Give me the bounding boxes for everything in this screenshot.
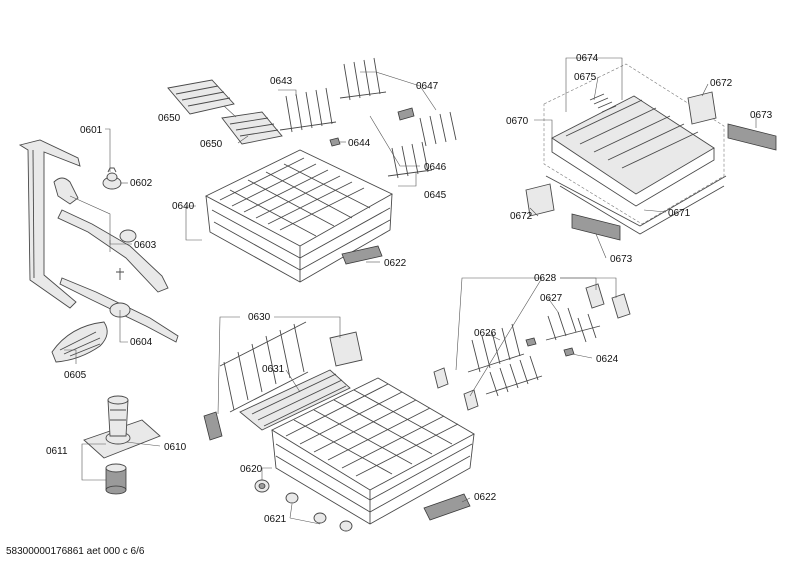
cup-rack-0650-bottom [221, 111, 283, 145]
hinge-holders-0628 [433, 283, 631, 411]
spray-arm-supply-pipe [18, 139, 81, 309]
label-0622-bottom: 0622 [474, 492, 497, 503]
label-0630: 0630 [248, 312, 271, 323]
label-0601: 0601 [80, 125, 103, 136]
label-0604: 0604 [130, 337, 153, 348]
clip-0644 [329, 137, 341, 147]
basket-handle-0622-top [341, 245, 383, 265]
tine-row-0645 [387, 141, 433, 179]
folding-tines-0627 [545, 307, 601, 343]
label-0624: 0624 [596, 354, 619, 365]
folding-tines-0626 [467, 323, 543, 397]
label-0672-top: 0672 [710, 78, 733, 89]
label-0602: 0602 [130, 178, 153, 189]
document-footer: 58300000176861 aet 000 c 6/6 [6, 546, 145, 557]
label-0621: 0621 [264, 514, 287, 525]
label-0627: 0627 [540, 293, 563, 304]
side-holder-0672-top [687, 91, 717, 125]
label-0645: 0645 [424, 190, 447, 201]
filter-assembly-0610 [83, 395, 161, 459]
label-0605: 0605 [64, 370, 87, 381]
holder-0630-right [329, 331, 363, 367]
upper-basket-0640 [205, 149, 393, 283]
holder-0630-left [203, 411, 223, 441]
side-rail-0673-bottom [571, 213, 621, 241]
label-0674: 0674 [576, 53, 599, 64]
label-0647: 0647 [416, 81, 439, 92]
label-0650-bottom: 0650 [200, 139, 223, 150]
pipe-connector-0602 [102, 167, 122, 190]
label-0622-top: 0622 [384, 258, 407, 269]
side-holder-0672-left [525, 183, 555, 217]
label-0631: 0631 [262, 364, 285, 375]
tine-row-0643 [279, 87, 337, 133]
label-0646: 0646 [424, 162, 447, 173]
label-0626: 0626 [474, 328, 497, 339]
label-0620: 0620 [240, 464, 263, 475]
label-0603: 0603 [134, 240, 157, 251]
label-0670: 0670 [506, 116, 529, 127]
cup-rack-0650-top [167, 79, 235, 115]
tray-runner-0671 [545, 175, 727, 235]
label-0671: 0671 [668, 208, 691, 219]
micro-filter-0611 [105, 463, 127, 495]
part-labels: 0601 0602 0603 0604 0605 0610 0611 0620 … [46, 53, 773, 525]
label-0672-left: 0672 [510, 211, 533, 222]
basket-handle-0622-bottom [423, 493, 471, 521]
upper-spray-arm-0603 [53, 177, 169, 293]
tine-row-0647 [339, 57, 387, 101]
lower-basket [271, 377, 475, 525]
tine-clips-0624 [525, 337, 575, 357]
spray-arm-cover-0605 [51, 321, 108, 363]
cutlery-tray-0674 [543, 63, 725, 225]
wheel-0620 [254, 479, 270, 493]
label-0610: 0610 [164, 442, 187, 453]
label-0611: 0611 [46, 446, 68, 457]
label-0650-top: 0650 [158, 113, 181, 124]
holder-0647-right [397, 107, 457, 147]
label-0673-top: 0673 [750, 110, 773, 121]
leader-lines [64, 57, 757, 525]
wheel-0621-set [285, 492, 353, 532]
label-0673-bottom: 0673 [610, 254, 633, 265]
label-0628: 0628 [534, 273, 557, 284]
label-0643: 0643 [270, 76, 293, 87]
label-0644: 0644 [348, 138, 371, 149]
label-0675: 0675 [574, 72, 597, 83]
label-0640: 0640 [172, 201, 195, 212]
side-rail-0673-top [727, 123, 777, 151]
tray-insert-0675 [589, 93, 617, 113]
tine-row-0630 [219, 321, 309, 413]
cup-rack-0631 [239, 369, 351, 431]
